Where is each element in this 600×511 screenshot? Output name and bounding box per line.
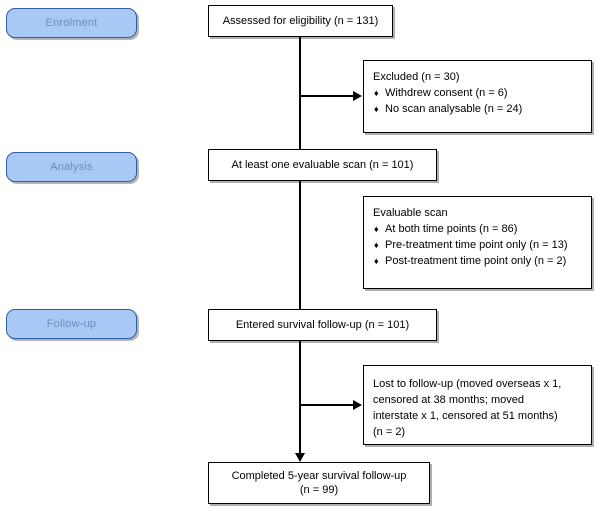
list-item-label: Withdrew consent (n = 6) [385,87,508,99]
box-lost-to-follow-up-line1: Lost to follow-up (moved overseas x 1, [373,378,562,390]
connector-branch-to-lost-followup [299,404,353,406]
box-lost-to-follow-up: Lost to follow-up (moved overseas x 1, c… [363,365,592,445]
box-evaluable-scan-detail-bullet-list: ♦ At both time points (n = 86) ♦ Pre-tre… [373,221,591,269]
box-completed-survival-follow-up-line2: (n = 99) [299,484,339,496]
box-assessed-for-eligibility-text: Assessed for eligibility (n = 131) [222,15,379,27]
box-entered-survival-follow-up-text: Entered survival follow-up (n = 101) [235,319,410,331]
list-item: ♦ Pre-treatment time point only (n = 13) [373,237,591,253]
box-entered-survival-follow-up: Entered survival follow-up (n = 101) [208,309,437,341]
stage-label-followup-text: Follow-up [46,318,97,330]
stage-label-enrolment-text: Enrolment [45,17,98,29]
list-item: ♦ No scan analysable (n = 24) [373,101,591,117]
stage-label-followup: Follow-up [6,309,137,339]
box-excluded-title: Excluded (n = 30) [373,71,460,83]
connector-branch-to-excluded [299,95,353,97]
stage-label-analysis: Analysis [6,152,137,182]
box-evaluable-scan-detail-title: Evaluable scan [373,207,448,219]
diamond-bullet-icon: ♦ [374,88,379,98]
list-item-label: At both time points (n = 86) [385,223,518,235]
box-excluded: Excluded (n = 30) ♦ Withdrew consent (n … [363,60,592,133]
list-item-label: No scan analysable (n = 24) [385,103,523,115]
box-completed-survival-follow-up: Completed 5-year survival follow-up (n =… [208,462,430,504]
box-excluded-bullet-list: ♦ Withdrew consent (n = 6) ♦ No scan ana… [373,85,591,117]
connector-entered-followup-to-completed [299,341,301,458]
arrow-head-to-lost-followup-icon [353,400,362,410]
diamond-bullet-icon: ♦ [374,256,379,266]
stage-label-enrolment: Enrolment [6,8,137,38]
box-evaluable-scan-detail: Evaluable scan ♦ At both time points (n … [363,196,592,289]
diamond-bullet-icon: ♦ [374,224,379,234]
connector-evaluable-to-entered-followup [299,181,301,309]
connector-assessed-to-evaluable [299,37,301,149]
list-item: ♦ At both time points (n = 86) [373,221,591,237]
list-item-label: Pre-treatment time point only (n = 13) [385,239,568,251]
diamond-bullet-icon: ♦ [374,240,379,250]
box-assessed-for-eligibility: Assessed for eligibility (n = 131) [208,5,393,37]
box-at-least-one-evaluable-scan-text: At least one evaluable scan (n = 101) [231,159,414,171]
arrow-head-to-completed-icon [295,453,305,462]
list-item-label: Post-treatment time point only (n = 2) [385,255,567,267]
stage-label-analysis-text: Analysis [50,161,93,173]
list-item: ♦ Withdrew consent (n = 6) [373,85,591,101]
box-lost-to-follow-up-line3: interstate x 1, censored at 51 months) [373,410,558,422]
box-completed-survival-follow-up-line1: Completed 5-year survival follow-up [231,470,407,482]
box-at-least-one-evaluable-scan: At least one evaluable scan (n = 101) [208,149,437,181]
box-lost-to-follow-up-line2: censored at 38 months; moved [373,394,525,406]
arrow-head-to-excluded-icon [353,91,362,101]
box-lost-to-follow-up-line4: (n = 2) [373,426,406,438]
diamond-bullet-icon: ♦ [374,104,379,114]
list-item: ♦ Post-treatment time point only (n = 2) [373,253,591,269]
